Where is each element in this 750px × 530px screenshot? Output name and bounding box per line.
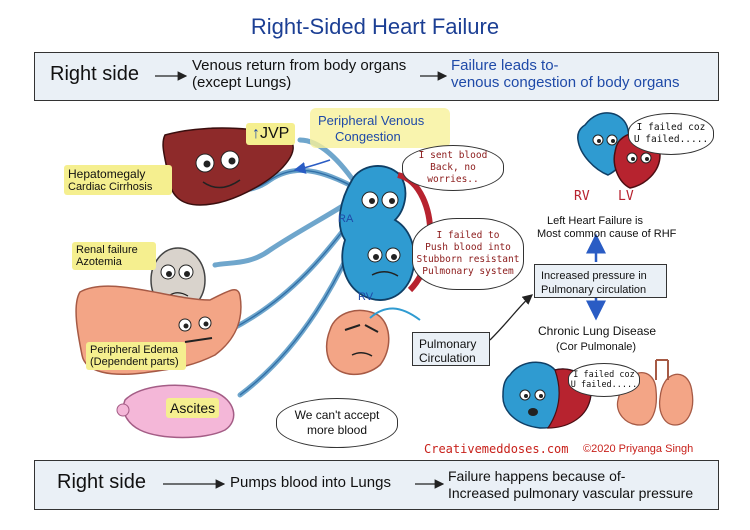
peripheral-congestion-highlight	[310, 108, 450, 148]
dependent-parts-text: (Dependent parts)	[90, 356, 179, 368]
top-summary-box	[34, 52, 719, 101]
top-result-line1: Failure leads to-	[451, 57, 559, 74]
renal-failure-text: Renal failure	[76, 244, 138, 256]
bottom-result-line1: Failure happens because of-	[448, 468, 626, 484]
cld-line1: Chronic Lung Disease	[538, 324, 657, 338]
peripheral-congestion-line2: Congestion	[335, 129, 401, 144]
failed-push-text: I failed to Push blood into Stubborn res…	[416, 230, 520, 277]
failed-coz-top-bubble: I failed coz U failed.....	[628, 113, 714, 155]
ascites-label: Ascites	[166, 398, 220, 418]
bottom-summary-box	[34, 460, 719, 510]
top-side-label: Right side	[50, 63, 139, 85]
pulm-circ-line2: Circulation	[419, 351, 476, 365]
cant-accept-text: We can't accept more blood	[294, 408, 380, 437]
pressure-line2: Pulmonary circulation	[541, 284, 647, 296]
sent-blood-bubble: I sent blood Back, no worries..	[402, 145, 504, 191]
sent-blood-text: I sent blood Back, no worries..	[418, 150, 488, 185]
edema-label: Peripheral Edema (Dependent parts)	[86, 342, 186, 370]
pulm-circ-line1: Pulmonary	[419, 337, 477, 351]
lhf-line2: Most common cause of RHF	[537, 228, 677, 240]
jvp-label: ↑JVP	[246, 123, 296, 145]
bottom-result-line2: Increased pulmonary vascular pressure	[448, 485, 694, 501]
right-lung-icon	[658, 373, 694, 426]
renal-failure-label: Renal failure Azotemia	[72, 242, 156, 270]
pressure-line1: Increased pressure in	[541, 270, 647, 282]
arrow-up-icon: ↑	[252, 125, 260, 142]
cld-line2: (Cor Pulmonale)	[556, 341, 637, 353]
pulm-to-pressure-arrow	[489, 294, 533, 341]
pulmonary-vessel-icon	[325, 309, 390, 376]
azotemia-text: Azotemia	[76, 256, 122, 268]
copyright-credit: ©2020 Priyanga Singh	[583, 443, 694, 455]
cirrhosis-text: Cardiac Cirrhosis	[68, 181, 153, 193]
top-lv-label: LV	[618, 189, 634, 204]
top-rv-label: RV	[574, 189, 590, 204]
bottom-pumps-lungs: Pumps blood into Lungs	[230, 474, 391, 491]
rv-label: RV	[358, 291, 374, 303]
failed-coz-bottom-bubble: I failed coz U failed.....	[568, 363, 640, 397]
pulmonary-circulation-box: Pulmonary Circulation	[412, 332, 490, 366]
failed-push-bubble: I failed to Push blood into Stubborn res…	[412, 218, 524, 290]
failed-coz-top-text: I failed coz U failed.....	[633, 122, 709, 145]
top-venous-return-line1: Venous return from body organs	[192, 57, 407, 74]
page-title: Right-Sided Heart Failure	[250, 14, 500, 39]
site-credit: Creativemeddoses.com	[424, 442, 569, 456]
peripheral-congestion-line1: Peripheral Venous	[318, 113, 425, 128]
pressure-box: Increased pressure in Pulmonary circulat…	[534, 264, 667, 298]
jvp-text: JVP	[260, 125, 290, 142]
hepatomegaly-label: Hepatomegaly Cardiac Cirrhosis	[64, 165, 172, 195]
jvp-arrow	[293, 159, 331, 174]
ra-label: RA	[338, 213, 354, 225]
lhf-line1: Left Heart Failure is	[547, 215, 643, 227]
top-venous-return-line2: (except Lungs)	[192, 74, 292, 91]
edema-text: Peripheral Edema	[90, 344, 179, 356]
right-heart-icon	[338, 165, 416, 301]
hepatomegaly-text: Hepatomegaly	[68, 167, 146, 181]
bottom-side-label: Right side	[57, 471, 146, 493]
top-result-line2: venous congestion of body organs	[451, 74, 680, 91]
failed-coz-bottom-text: I failed coz U failed.....	[570, 370, 638, 390]
cant-accept-bubble: We can't accept more blood	[276, 398, 398, 448]
